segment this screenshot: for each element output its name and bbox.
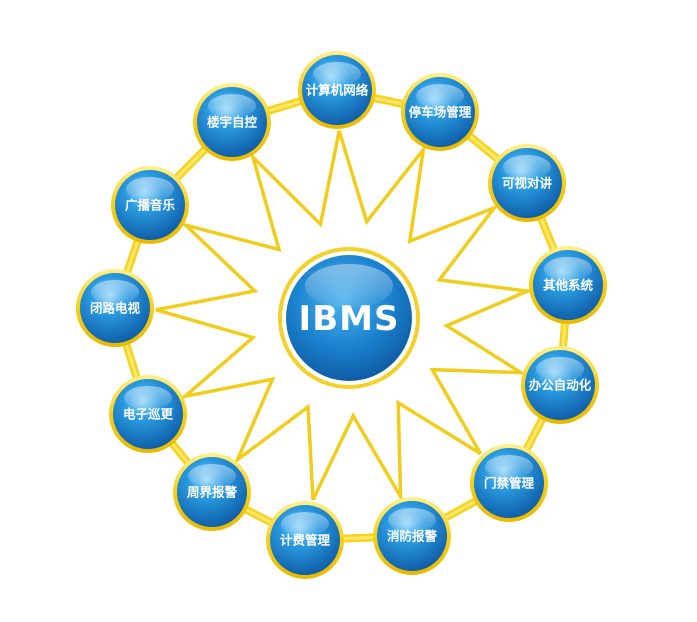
system-node-gloss [126, 177, 174, 201]
system-node: 广播音乐 [111, 166, 189, 244]
system-node-label: 周界报警 [187, 485, 238, 500]
system-node-gloss [313, 62, 361, 86]
system-node: 计费管理 [266, 501, 344, 579]
system-node-gloss [503, 155, 551, 179]
system-node: 办公自动化 [521, 346, 599, 424]
system-node-label: 办公自动化 [529, 378, 592, 393]
system-node-gloss [208, 94, 256, 118]
center-label: IBMS [299, 299, 400, 339]
system-node-gloss [536, 357, 584, 381]
system-node: 闭路电视 [76, 269, 154, 347]
system-node: 计算机网络 [298, 51, 376, 129]
system-node-label: 闭路电视 [90, 301, 141, 316]
system-node-gloss [281, 512, 329, 536]
system-node-label: 可视对讲 [502, 176, 553, 191]
system-node-gloss [416, 84, 464, 108]
system-node-label: 其他系统 [543, 278, 594, 293]
system-node: 停车场管理 [401, 73, 479, 151]
system-node: 消防报警 [373, 497, 451, 575]
system-node-gloss [485, 455, 533, 479]
system-node-gloss [544, 257, 592, 281]
system-node: 其他系统 [529, 246, 607, 324]
system-node: 周界报警 [173, 453, 251, 531]
center-hub-gloss [305, 264, 393, 308]
system-node-gloss [91, 280, 139, 304]
center-hub: IBMS [278, 247, 420, 389]
system-node-label: 楼宇自控 [207, 115, 258, 130]
system-node-label: 消防报警 [387, 529, 438, 544]
system-node-label: 计算机网络 [306, 83, 369, 98]
system-node-gloss [124, 386, 172, 410]
system-node-gloss [188, 464, 236, 488]
system-node-label: 门禁管理 [484, 476, 535, 491]
system-node: 门禁管理 [470, 444, 548, 522]
system-node-label: 计费管理 [280, 533, 331, 548]
system-node: 可视对讲 [488, 144, 566, 222]
system-node-label: 广播音乐 [125, 198, 176, 213]
system-node-label: 停车场管理 [409, 105, 472, 120]
system-node: 楼宇自控 [193, 83, 271, 161]
system-node-gloss [388, 508, 436, 532]
system-node: 电子巡更 [109, 375, 187, 453]
system-node-label: 电子巡更 [123, 407, 174, 422]
